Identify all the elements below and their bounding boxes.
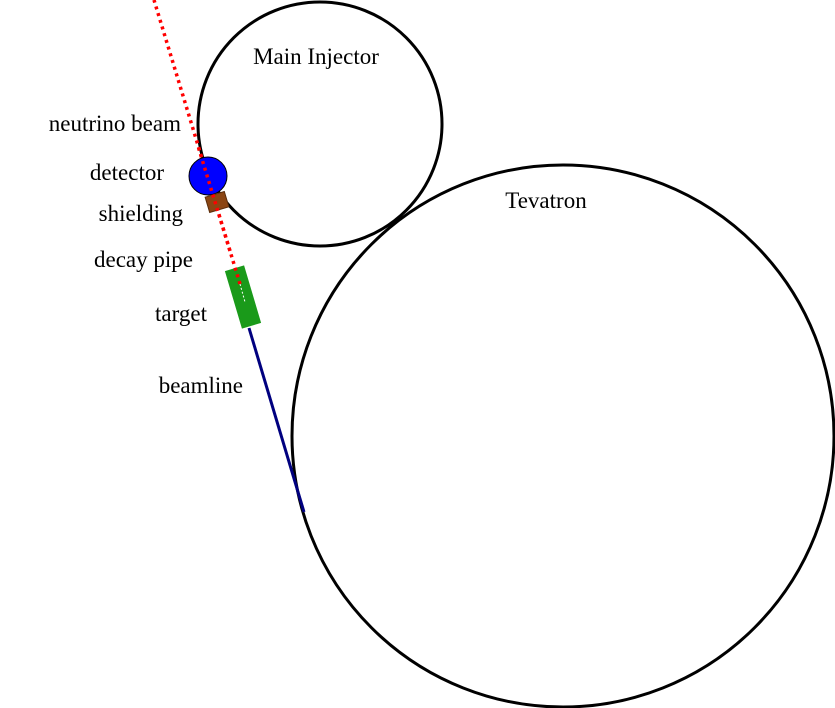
tevatron-label: Tevatron — [505, 188, 587, 213]
main-injector-ring — [196, 0, 444, 248]
neutrino-beam-overlay — [196, 145, 232, 252]
detector-label: detector — [90, 160, 164, 185]
shielding-label: shielding — [99, 201, 184, 226]
shielding-block — [204, 190, 230, 214]
neutrino-beam-line — [152, 0, 242, 285]
beamline-line — [247, 327, 306, 513]
neutrino-beam-label: neutrino beam — [49, 111, 181, 136]
target-axis-line — [239, 283, 246, 303]
target-label: target — [155, 301, 208, 326]
beamline-label: beamline — [159, 373, 243, 398]
decay-pipe-label: decay pipe — [94, 247, 193, 272]
main-injector-label: Main Injector — [253, 44, 379, 69]
target-block — [224, 265, 262, 329]
tevatron-ring — [290, 163, 835, 708]
